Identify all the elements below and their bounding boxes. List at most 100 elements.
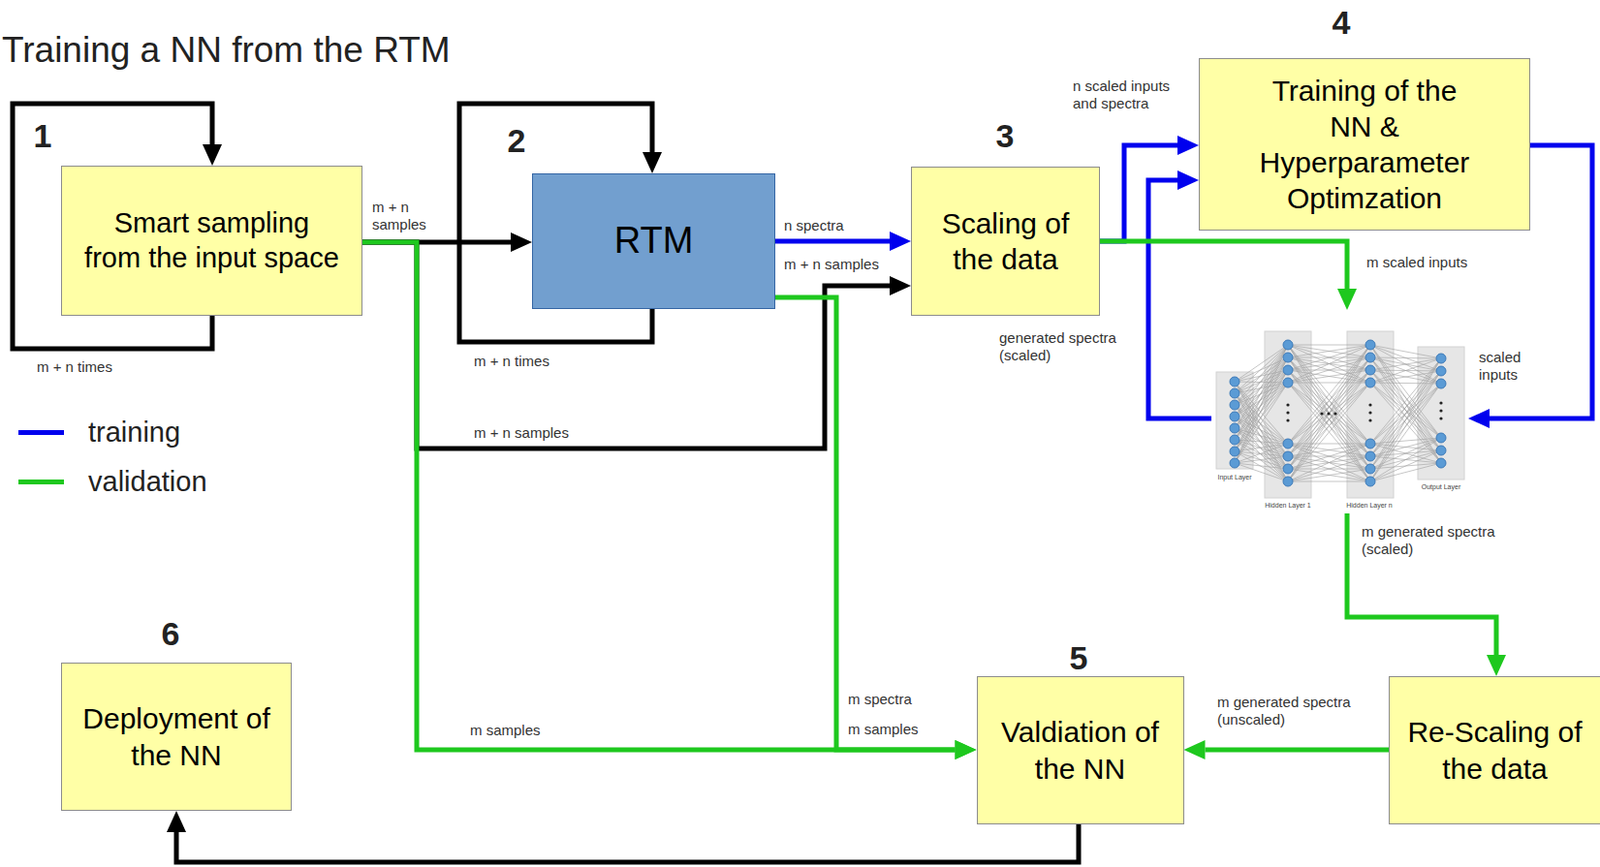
synapse-line bbox=[1234, 456, 1288, 464]
legend-line bbox=[18, 479, 64, 485]
note-label: m samples bbox=[847, 721, 920, 739]
synapse-line bbox=[1287, 370, 1371, 457]
box-text: Training of the NN & Hyperparameter Opti… bbox=[1257, 72, 1472, 218]
layer-panel bbox=[1347, 331, 1394, 499]
synapse-line bbox=[1370, 383, 1442, 482]
neuron bbox=[1365, 365, 1376, 376]
process-box: Deployment of the NN bbox=[61, 662, 292, 812]
synapse-line bbox=[1370, 345, 1442, 464]
neuron bbox=[1365, 340, 1376, 350]
arrow-head bbox=[1468, 408, 1490, 429]
synapse-line bbox=[1370, 358, 1442, 482]
synapse-line bbox=[1370, 345, 1442, 439]
layer-panel bbox=[1417, 346, 1465, 480]
synapse-line bbox=[1287, 382, 1371, 444]
synapse-line bbox=[1234, 381, 1288, 482]
synapse-line bbox=[1287, 345, 1371, 482]
connector bbox=[775, 297, 977, 760]
process-box: Valdiation of the NN bbox=[976, 676, 1185, 825]
neuron bbox=[1283, 365, 1293, 376]
synapse-line bbox=[1370, 438, 1442, 470]
synapse-line bbox=[1287, 370, 1371, 457]
synapse-line bbox=[1234, 416, 1288, 470]
callout-number: 6 bbox=[161, 615, 181, 654]
callout-number: 2 bbox=[507, 122, 527, 160]
neuron bbox=[1283, 464, 1293, 474]
synapse-line bbox=[1287, 357, 1371, 482]
neuron bbox=[1365, 439, 1376, 449]
synapse-line bbox=[1287, 345, 1371, 371]
ellipsis-dot bbox=[1368, 403, 1372, 407]
connector-line bbox=[176, 824, 1079, 863]
neuron bbox=[1229, 388, 1240, 399]
synapse-line bbox=[1370, 357, 1442, 451]
synapse-line bbox=[1287, 469, 1371, 482]
synapse-line bbox=[1370, 371, 1442, 482]
box-text: Re-Scaling of the data bbox=[1400, 714, 1590, 786]
synapse-line bbox=[1234, 345, 1288, 452]
synapse-line bbox=[1287, 481, 1371, 483]
box-text: Smart sampling from the input space bbox=[83, 206, 341, 277]
edge-label: m spectra bbox=[847, 690, 913, 709]
synapse-line bbox=[1287, 345, 1371, 358]
ellipsis-dot bbox=[1319, 411, 1323, 415]
synapse-line bbox=[1370, 382, 1442, 451]
connector bbox=[775, 231, 911, 251]
synapse-line bbox=[1370, 370, 1442, 439]
synapse-line bbox=[1287, 345, 1371, 371]
neuron bbox=[1283, 439, 1293, 449]
synapse-line bbox=[1234, 345, 1288, 440]
synapse-line bbox=[1370, 358, 1442, 470]
synapse-line bbox=[1287, 469, 1371, 482]
neuron bbox=[1365, 377, 1376, 388]
arrow-head bbox=[955, 740, 977, 760]
callout-number: 3 bbox=[996, 117, 1015, 156]
synapse-line bbox=[1370, 345, 1442, 359]
synapse-line bbox=[1234, 443, 1288, 464]
box-text: Valdiation of the NN bbox=[988, 714, 1173, 786]
synapse-line bbox=[1287, 370, 1371, 482]
synapse-line bbox=[1234, 439, 1288, 470]
callout-number: 1 bbox=[33, 117, 53, 156]
synapse-line bbox=[1234, 345, 1288, 406]
synapse-line bbox=[1370, 382, 1442, 439]
neuron bbox=[1229, 446, 1240, 457]
synapse-line bbox=[1287, 370, 1371, 482]
process-box: Training of the NN & Hyperparameter Opti… bbox=[1198, 58, 1531, 231]
connector-line bbox=[775, 239, 890, 245]
synapse-line bbox=[1234, 370, 1288, 464]
connector-line bbox=[1099, 241, 1348, 289]
neuron bbox=[1283, 352, 1293, 363]
synapse-line bbox=[1370, 358, 1442, 457]
arrow-head bbox=[1337, 288, 1357, 311]
neuron bbox=[1365, 464, 1376, 474]
edge-label: m generated spectra (scaled) bbox=[1360, 523, 1508, 559]
synapse-line bbox=[1370, 358, 1442, 383]
synapse-line bbox=[1234, 357, 1288, 464]
synapse-line bbox=[1287, 443, 1371, 482]
neuron bbox=[1365, 451, 1376, 462]
ellipsis-dot bbox=[1439, 416, 1443, 420]
synapse-line bbox=[1234, 382, 1288, 429]
neuron bbox=[1229, 423, 1240, 434]
arrow-head bbox=[955, 740, 977, 760]
synapse-line bbox=[1370, 345, 1442, 384]
arrow-head bbox=[510, 232, 533, 252]
synapse-line bbox=[1287, 382, 1371, 482]
neuron bbox=[1436, 445, 1446, 456]
edge-label: m samples bbox=[469, 721, 542, 740]
neuron bbox=[1229, 435, 1240, 445]
box-text: Scaling of the data bbox=[923, 205, 1089, 278]
layer-caption: Input Layer bbox=[1217, 472, 1252, 482]
synapse-line bbox=[1234, 345, 1288, 464]
neuron bbox=[1436, 353, 1446, 364]
arrow-head bbox=[202, 144, 222, 166]
synapse-line bbox=[1370, 438, 1442, 482]
connector-line bbox=[362, 242, 956, 751]
process-box: Smart sampling from the input space bbox=[61, 165, 363, 316]
ellipsis-dot bbox=[1439, 401, 1443, 405]
arrow-head bbox=[1486, 655, 1506, 677]
synapse-line bbox=[1370, 463, 1442, 482]
synapse-line bbox=[1234, 345, 1288, 429]
